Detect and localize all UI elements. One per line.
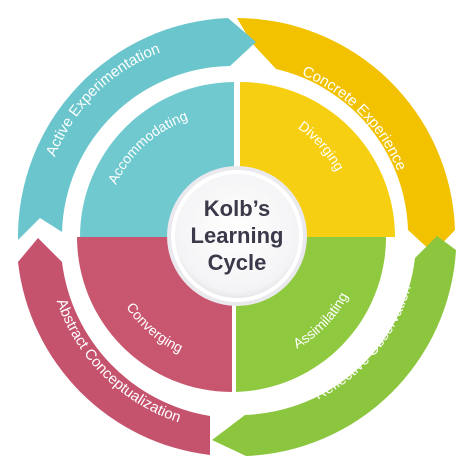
- outer-arrow-abstract-conceptualization: [18, 238, 210, 455]
- center-title-line-1: Kolb’s: [204, 196, 270, 221]
- center-badge: Kolb’s Learning Cycle: [167, 166, 307, 306]
- outer-arrow-reflective-observation: [212, 236, 456, 456]
- outer-ring: [17, 18, 456, 456]
- center-title-line-3: Cycle: [208, 250, 267, 275]
- center-title-line-2: Learning: [191, 223, 284, 248]
- outer-arrow-concrete-experience: [237, 18, 455, 253]
- outer-arrow-active-experimentation: [17, 18, 257, 240]
- center-circle: [171, 170, 303, 302]
